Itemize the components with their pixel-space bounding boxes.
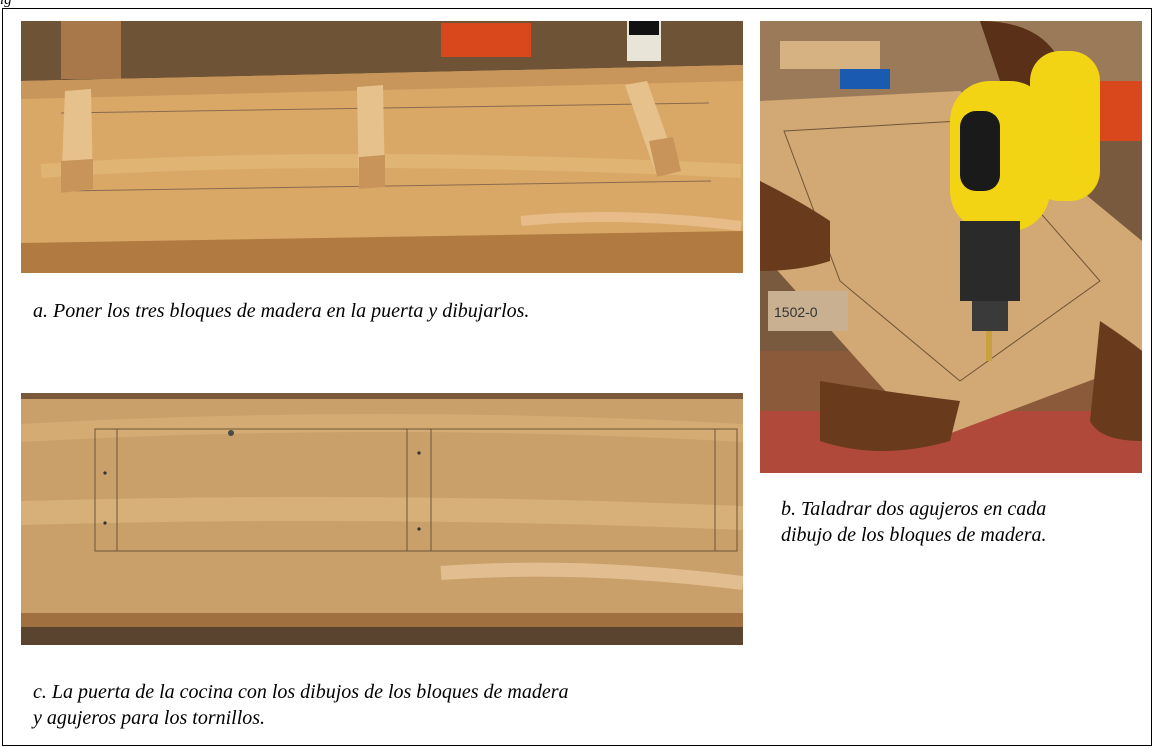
photo-b-image: 1502-0 — [760, 21, 1142, 473]
measure-label: 1502-0 — [774, 304, 818, 320]
photo-c — [21, 393, 743, 645]
photo-b: 1502-0 — [760, 21, 1142, 473]
partial-heading: ig — [0, 0, 12, 8]
photo-a — [21, 21, 743, 273]
photo-c-image — [21, 393, 743, 645]
caption-c-line1: c. La puerta de la cocina con los dibujo… — [33, 681, 569, 703]
caption-a: a. Poner los tres bloques de madera en l… — [33, 300, 530, 322]
caption-b-line2: dibujo de los bloques de madera. — [781, 524, 1047, 546]
caption-c-line2: y agujeros para los tornillos. — [33, 707, 266, 729]
figure-frame: a. Poner los tres bloques de madera en l… — [2, 8, 1152, 746]
photo-a-image — [21, 21, 743, 273]
caption-b-line1: b. Taladrar dos agujeros en cada — [781, 498, 1047, 520]
